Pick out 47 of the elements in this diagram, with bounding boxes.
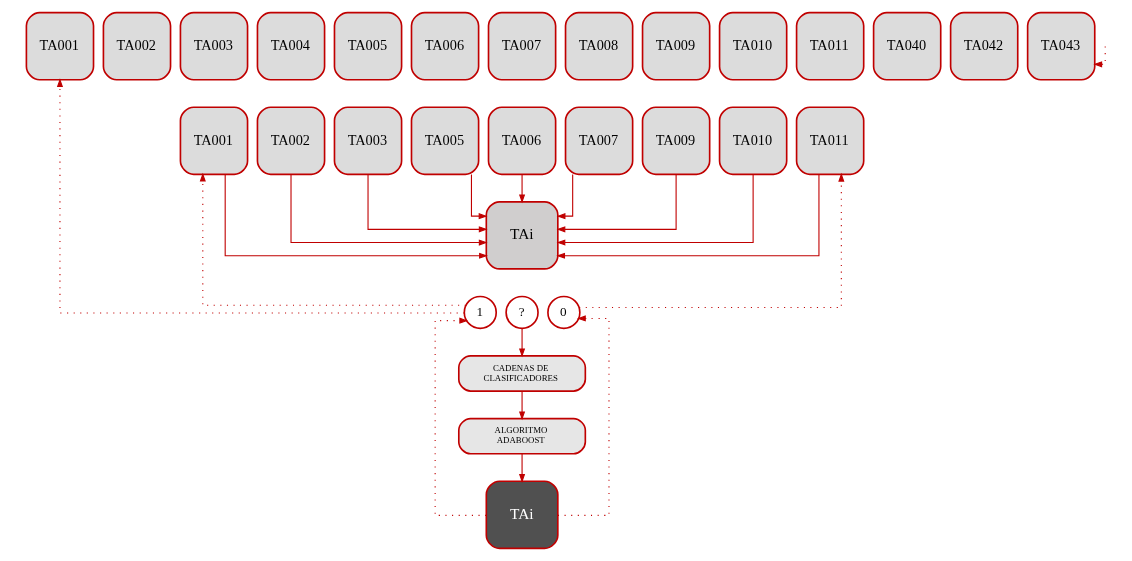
node-box: TA008 [564, 11, 634, 81]
arrow [367, 174, 488, 233]
node-box: TA004 [256, 11, 326, 81]
arrow [578, 172, 845, 308]
node-circle: 0 [547, 295, 581, 330]
node-box: TA001 [25, 11, 95, 81]
node-box: CADENAS DE CLASIFICADORES [457, 355, 587, 392]
node-box: TA010 [718, 11, 788, 81]
node-box: TA003 [333, 106, 403, 176]
node-box: TA042 [949, 11, 1019, 81]
arrow [199, 172, 467, 306]
node-box: TAi [485, 480, 559, 550]
arrow [519, 453, 526, 483]
node-box: TA011 [795, 11, 865, 81]
arrow [56, 78, 465, 314]
node-box: TA040 [872, 11, 942, 81]
node-box: TA005 [410, 106, 480, 176]
arrow [556, 173, 754, 246]
arrow [519, 173, 526, 204]
arrow [556, 174, 677, 233]
arrow [290, 173, 488, 246]
arrow [519, 327, 526, 358]
node-circle: ? [505, 295, 539, 330]
node-box: TA003 [179, 11, 249, 81]
arrow [519, 390, 526, 421]
node-box: TA002 [102, 11, 172, 81]
node-box: TA009 [641, 106, 711, 176]
node-box: TA007 [564, 106, 634, 176]
node-box: TA007 [487, 11, 557, 81]
node-box: TA043 [1026, 11, 1096, 81]
node-box: TA006 [410, 11, 480, 81]
node-box: TA009 [641, 11, 711, 81]
node-box: TAi [485, 201, 559, 270]
node-box: ALGORITMO ADABOOST [457, 417, 587, 455]
arrow [556, 173, 574, 220]
arrow [556, 173, 820, 259]
node-box: TA002 [256, 106, 326, 176]
arrow [224, 173, 488, 259]
node-circle: 1 [463, 295, 498, 330]
arrow [470, 173, 488, 220]
node-box: TA001 [179, 106, 249, 176]
node-box: TA011 [795, 106, 865, 176]
node-box: TA010 [718, 106, 788, 176]
arrow [557, 315, 610, 516]
node-box: TA005 [333, 11, 403, 81]
node-box: TA006 [487, 106, 557, 176]
arrow [434, 317, 487, 516]
